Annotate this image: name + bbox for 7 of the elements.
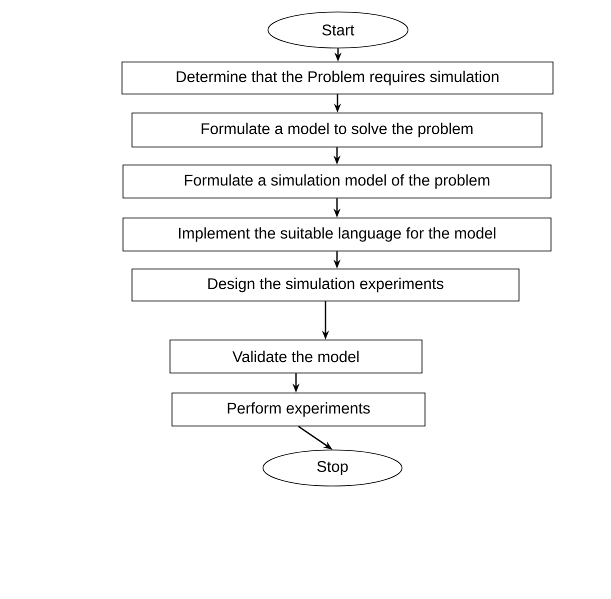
- process-box: Formulate a simulation model of the problem: [122, 164, 552, 198]
- process-box: Determine that the Problem requires simulation: [122, 62, 554, 94]
- process-box: Perform experiments: [172, 392, 426, 426]
- process-box: Design the simulation experiments: [132, 268, 520, 302]
- process-box: Formulate a model to solve the problem: [132, 112, 542, 148]
- process-box: Implement the suitable language for the model: [122, 218, 552, 252]
- process-box: Validate the model: [170, 340, 422, 374]
